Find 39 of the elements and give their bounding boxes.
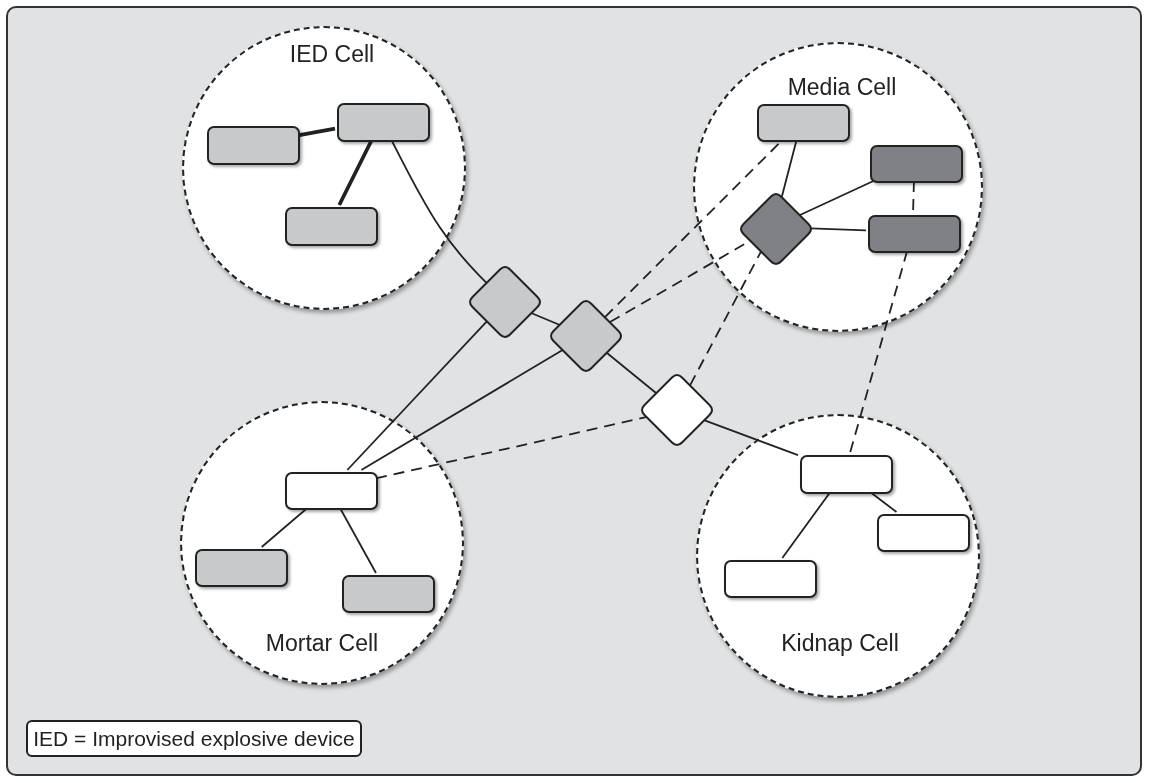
link-line xyxy=(799,180,875,216)
member-box xyxy=(285,207,378,246)
dashed-link-line xyxy=(689,250,762,387)
link-line xyxy=(297,126,336,138)
member-box xyxy=(337,103,430,142)
link-line xyxy=(337,139,374,206)
dashed-link-line xyxy=(849,250,909,454)
link-diamond xyxy=(638,371,716,449)
member-box xyxy=(724,560,817,598)
member-box xyxy=(800,455,893,494)
link-line xyxy=(809,227,867,232)
member-box xyxy=(207,126,300,165)
member-box xyxy=(285,472,378,510)
link-line xyxy=(869,491,898,513)
member-box xyxy=(342,575,435,613)
link-line xyxy=(339,507,377,574)
link-line xyxy=(606,352,657,394)
link-diamond xyxy=(737,190,815,268)
link-line xyxy=(346,320,488,471)
link-line xyxy=(260,507,309,548)
link-line xyxy=(530,312,561,326)
member-box xyxy=(877,514,970,552)
member-box xyxy=(868,215,961,253)
link-diamond xyxy=(547,297,625,375)
link-diamond xyxy=(466,263,544,341)
link-line xyxy=(360,349,564,471)
member-box xyxy=(195,549,288,587)
cell-title: Mortar Cell xyxy=(265,629,379,657)
link-line xyxy=(781,491,832,559)
link-line xyxy=(703,419,799,457)
cell-title: Kidnap Cell xyxy=(781,629,899,657)
member-box xyxy=(757,104,850,142)
member-box xyxy=(870,145,963,183)
cell-title: Media Cell xyxy=(787,73,897,101)
dashed-link-line xyxy=(375,416,647,480)
abbreviation-note: IED = Improvised explosive device xyxy=(26,720,362,757)
link-line xyxy=(780,139,798,198)
link-line xyxy=(390,139,488,284)
cell-title: IED Cell xyxy=(289,40,375,68)
